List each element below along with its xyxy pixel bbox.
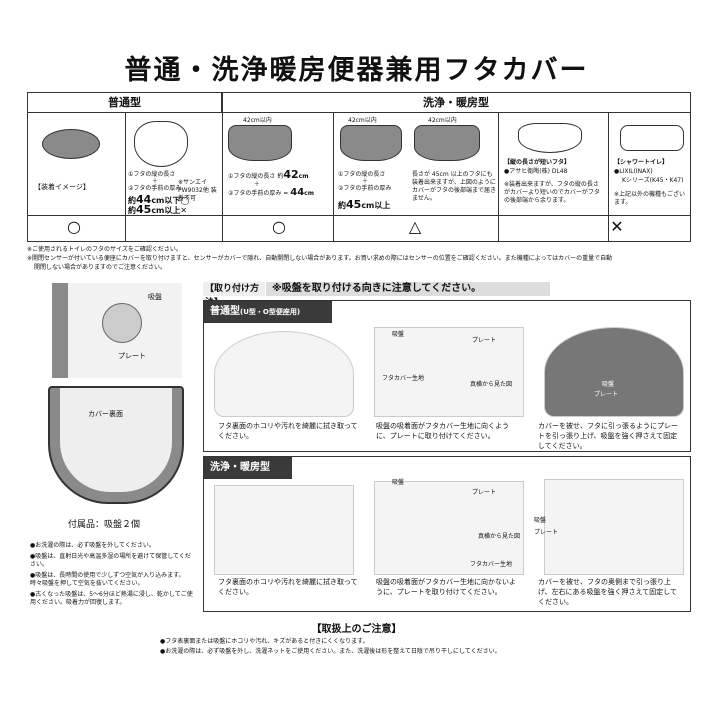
mount-image-label: 【装着イメージ】: [34, 183, 90, 191]
normal-plate-label: プレート: [472, 337, 497, 344]
warm-lid-image-3: [414, 125, 480, 161]
warm1-line-a: ①フタの縦の長さ 約42cm: [228, 168, 309, 181]
warm-install-panel: 洗浄・暖房型 吸盤 プレート 真横から見た図 フタカバー生地 吸盤 プレート フ…: [203, 456, 691, 612]
warm4-note: ※上記以外の機種もございます。: [614, 191, 686, 206]
normal-fabric-label: フタカバー生地: [382, 375, 425, 382]
normal-mark: ○: [67, 217, 81, 236]
normal-suction-label: 吸盤: [392, 331, 405, 338]
warm-plate-label-2: プレート: [534, 529, 559, 536]
handling-item-1: ●フタ表裏面または吸盤にホコリや汚れ、キズがあると付きにくくなります。: [160, 638, 369, 645]
warm-type-header: 洗浄・暖房型: [222, 93, 690, 113]
normal-install-title: 普通型(U型・O型便座用): [204, 301, 332, 323]
normal-side-label: 真横から見た図: [470, 381, 513, 388]
cover-closeup-image: [52, 283, 182, 378]
warm-step-3: カバーを被せ、フタの奥側まで引っ張り上げ、左右にある吸盤を強く押さえて固定してく…: [538, 578, 677, 606]
warm-suction-label-2: 吸盤: [534, 517, 547, 524]
wipe-lid-image: [214, 331, 354, 417]
warm-wipe-lid-image: [214, 485, 354, 575]
lid-outline-image: [134, 121, 188, 167]
warm2-note: 長さが 45cm 以上のフタにも装着出来ますが、上図のようにカバーがフタの後部端…: [412, 171, 497, 202]
warm-suction-label: 吸盤: [392, 479, 405, 486]
warm-lid-image: [228, 125, 292, 161]
normal-step-3: カバーを被せ、フタに引っ張るようにプレートを引っ張り上げ、吸盤を強く押さえて固定…: [538, 422, 678, 450]
normal-label-b: ②フタの手前の厚み: [128, 185, 182, 192]
left-bullet-3: ●吸盤は、長時間の使用で少しずつ空気が入り込みます。時々吸盤を押して空気を抜いて…: [30, 572, 185, 587]
warm3-brand: ●アサヒ衛陶(株) DL48: [504, 168, 568, 175]
warm2-label-a: ①フタの縦の長さ: [338, 171, 386, 178]
normal-install-panel: 普通型(U型・O型便座用) 吸盤 プレート フタカバー生地 真横から見た図 吸盤…: [203, 300, 691, 452]
normal-line2: 約45cm以上✕: [128, 203, 188, 216]
normal-step-1: フタ裏面のホコリや汚れを綺麗に拭き取ってください。: [218, 422, 358, 440]
warm2-dim1: 42cm以内: [348, 117, 377, 124]
short-lid-image: [518, 123, 582, 153]
warm-lid-image-2: [340, 125, 402, 161]
fix-cover-image: [544, 327, 684, 417]
suction-label: 吸盤: [148, 293, 162, 301]
left-bullet-1: ●お洗濯の際は、必ず吸盤を外してください。: [30, 542, 155, 549]
warm4-mark: ✕: [610, 217, 624, 236]
cover-back-image: [48, 386, 184, 504]
warm2-dim2: 42cm以内: [428, 117, 457, 124]
warm4-title: 【シャワートイレ】: [614, 159, 669, 166]
warm-step-2: 吸盤の吸着面がフタカバー生地に向かないように、プレートを取り付けてください。: [376, 578, 516, 596]
warm-attach-plate-image: [374, 481, 524, 575]
warm1-mark: ○: [272, 217, 286, 236]
cover-back-label: カバー裏面: [88, 410, 123, 418]
lid-image: [42, 129, 100, 159]
warm2-label-b: ②フタの手前の厚み: [338, 185, 392, 192]
warm-fix-cover-image: [544, 479, 684, 575]
warm2-mark: △: [408, 217, 422, 236]
warm3-note: ※装着出来ますが、フタの縦の長さがカバーより短いのでカバーがフタの後部端から余り…: [504, 181, 600, 204]
warm4-brand: ●LIXIL(INAX): [614, 168, 653, 175]
normal-note: ※サンエイ PW9032他 装着不可: [178, 179, 217, 202]
install-header: 【取り付け方法】: [203, 282, 265, 308]
left-bullet-2: ●吸盤は、直射日光や高温多湿の場所を避けて保管してください。: [30, 553, 191, 568]
warm2-value: 約45cm以上: [338, 198, 391, 211]
normal-suction-label-2: 吸盤: [602, 381, 615, 388]
shower-toilet-image: [620, 125, 684, 151]
left-bullet-4: ●古くなった吸盤は、5～6分ほど熱湯に浸し、乾かしてご使用ください。吸着力が回復…: [30, 591, 193, 606]
attach-plate-image: [374, 327, 524, 417]
warm-fabric-label: フタカバー生地: [470, 561, 513, 568]
normal-label-a: ①フタの縦の長さ: [128, 171, 176, 178]
page-title: 普通・洗浄暖房便器兼用フタカバー: [124, 55, 589, 86]
warm3-title: 【縦の長さが短いフタ】: [504, 159, 571, 166]
compatibility-table: 普通型 洗浄・暖房型 【装着イメージ】 ①フタの縦の長さ ＋ ②フタの手前の厚み…: [27, 92, 691, 242]
accessory-label: 付属品：吸盤２個: [68, 520, 141, 530]
note-3: 開閉しない場合がありますのでご注意ください。: [34, 264, 167, 271]
note-2: ※開閉センサーが付いている便座にカバーを取り付けますと、センサーがカバーで隠れ、…: [27, 255, 613, 262]
warm-side-label: 真横から見た図: [478, 533, 521, 540]
handling-title: 【取扱上のご注意】: [311, 624, 402, 635]
normal-step-2: 吸盤の吸着面がフタカバー生地に向くように、プレートに取り付けてください。: [376, 422, 509, 440]
normal-type-header: 普通型: [28, 93, 222, 113]
warm-plate-label: プレート: [472, 489, 497, 496]
warm-step-1: フタ裏面のホコリや汚れを綺麗に拭き取ってください。: [218, 578, 358, 596]
plate-label: プレート: [118, 352, 146, 360]
install-warning: ※吸盤を取り付ける向きに注意してください。: [266, 282, 550, 296]
warm-install-title: 洗浄・暖房型: [204, 457, 292, 479]
normal-line1: 約44cm以下◯: [128, 193, 190, 206]
warm1-line-b: ②フタの手前の厚み = 44cm: [228, 187, 314, 198]
warm4-series: Kシリーズ(K45・K47): [622, 177, 684, 184]
handling-item-2: ●お洗濯の際は、必ず吸盤を外し、洗濯ネットをご使用ください。また、洗濯後は形を整…: [160, 648, 501, 655]
note-1: ※ご使用されるトイレのフタのサイズをご確認ください。: [27, 246, 182, 253]
normal-plate-label-2: プレート: [594, 391, 619, 398]
warm1-dim: 42cm以内: [243, 117, 272, 124]
